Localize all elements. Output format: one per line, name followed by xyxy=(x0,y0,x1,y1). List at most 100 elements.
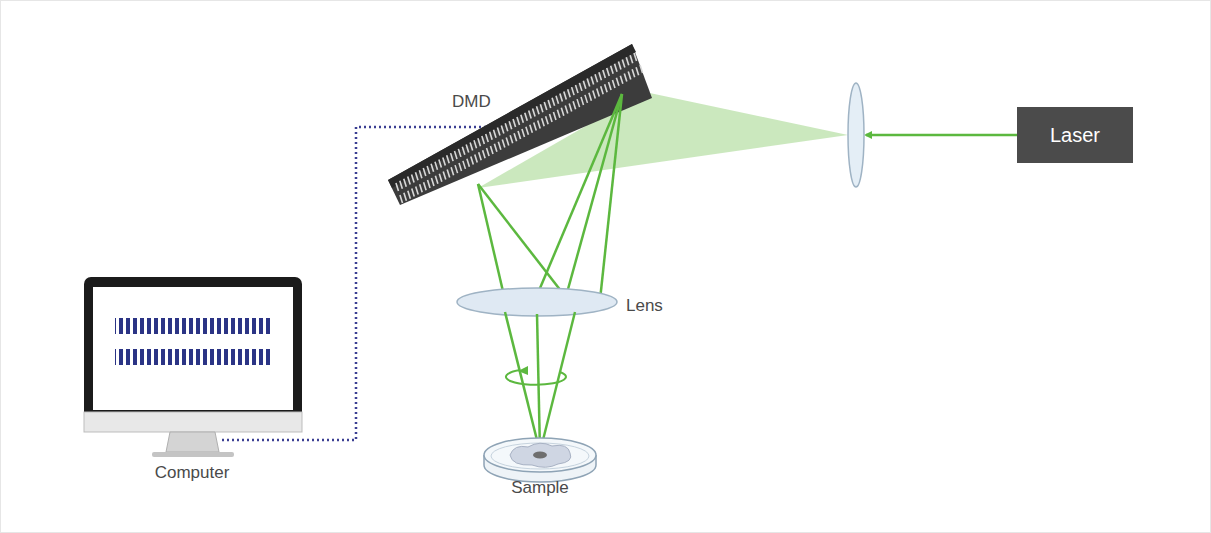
micromirror xyxy=(544,102,547,110)
micromirror xyxy=(475,154,478,162)
micromirror xyxy=(601,86,604,94)
micromirror xyxy=(424,182,427,190)
node-text: Laser xyxy=(1050,124,1100,147)
micromirror xyxy=(497,128,500,136)
computer-label: Computer xyxy=(155,463,230,483)
micromirror xyxy=(589,93,592,101)
micromirror xyxy=(630,55,633,63)
micromirror xyxy=(490,146,493,154)
micromirror xyxy=(455,165,458,173)
dmd-label: DMD xyxy=(452,92,491,112)
laser-box: Laser xyxy=(1017,107,1133,163)
micromirror xyxy=(599,72,602,80)
micromirror xyxy=(560,94,563,102)
micromirror xyxy=(573,101,576,109)
micromirror xyxy=(474,140,477,148)
micromirror xyxy=(561,108,564,116)
micromirror xyxy=(415,172,418,180)
micromirror xyxy=(400,195,403,203)
micromirror xyxy=(514,133,517,141)
micromirror xyxy=(494,130,497,138)
micromirror xyxy=(408,177,411,185)
micromirror xyxy=(593,91,596,99)
micromirror xyxy=(408,191,411,199)
micromirror xyxy=(587,79,590,87)
micromirror xyxy=(431,178,434,186)
micromirror xyxy=(396,183,399,191)
micromirror xyxy=(572,87,575,95)
micromirror xyxy=(412,189,415,197)
micromirror xyxy=(451,153,454,161)
micromirror xyxy=(479,152,482,160)
micromirror xyxy=(513,119,516,127)
micromirror xyxy=(522,129,525,137)
micromirror xyxy=(443,157,446,165)
micromirror xyxy=(529,111,532,119)
micromirror xyxy=(634,53,637,61)
micromirror xyxy=(622,59,625,67)
micromirror xyxy=(498,142,501,150)
laser-beam xyxy=(866,134,1017,137)
micromirror xyxy=(628,71,631,79)
micromirror xyxy=(435,176,438,184)
micromirror xyxy=(462,147,465,155)
micromirror xyxy=(569,103,572,111)
beam-lens xyxy=(848,83,864,187)
micromirror xyxy=(556,96,559,104)
micromirror xyxy=(553,112,556,120)
micromirror xyxy=(423,168,426,176)
micromirror xyxy=(597,88,600,96)
micromirror xyxy=(576,85,579,93)
micromirror xyxy=(579,83,582,91)
micromirror xyxy=(526,127,529,135)
micromirror xyxy=(550,114,553,122)
micromirror xyxy=(482,136,485,144)
sample-label: Sample xyxy=(511,478,569,498)
micromirror xyxy=(428,180,431,188)
micromirror xyxy=(591,76,594,84)
micromirror xyxy=(483,150,486,158)
micromirror xyxy=(509,121,512,129)
rotation-arrow xyxy=(506,366,566,385)
micromirror xyxy=(564,91,567,99)
lens-label: Lens xyxy=(626,296,663,316)
micromirror xyxy=(466,145,469,153)
micromirror xyxy=(546,116,549,124)
micromirror xyxy=(419,170,422,178)
micromirror xyxy=(435,162,438,170)
micromirror xyxy=(585,95,588,103)
micromirror xyxy=(534,123,537,131)
micromirror xyxy=(470,142,473,150)
micromirror xyxy=(420,184,423,192)
micromirror xyxy=(518,131,521,139)
micromirror xyxy=(595,74,598,82)
micromirror xyxy=(542,118,545,126)
micromirror xyxy=(439,174,442,182)
computer-monitor xyxy=(84,277,302,457)
reflected-rays xyxy=(478,94,622,300)
micromirror xyxy=(455,151,458,159)
micromirror xyxy=(467,159,470,167)
micromirror xyxy=(486,134,489,142)
micromirror xyxy=(530,125,533,133)
micromirror xyxy=(494,144,497,152)
micromirror xyxy=(577,99,580,107)
micromirror xyxy=(490,132,493,140)
micromirror xyxy=(471,157,474,165)
petri-dish xyxy=(484,438,596,482)
micromirror xyxy=(620,76,623,84)
micromirror xyxy=(609,82,612,90)
micromirror xyxy=(605,84,608,92)
micromirror xyxy=(607,68,610,76)
micromirror xyxy=(632,69,635,77)
micromirror xyxy=(626,57,629,65)
micromirror xyxy=(510,135,513,143)
micromirror xyxy=(458,149,461,157)
micromirror xyxy=(412,174,415,182)
micromirror xyxy=(536,106,539,114)
micromirror xyxy=(603,70,606,78)
micromirror xyxy=(548,100,551,108)
micromirror xyxy=(404,179,407,187)
micromirror xyxy=(447,155,450,163)
